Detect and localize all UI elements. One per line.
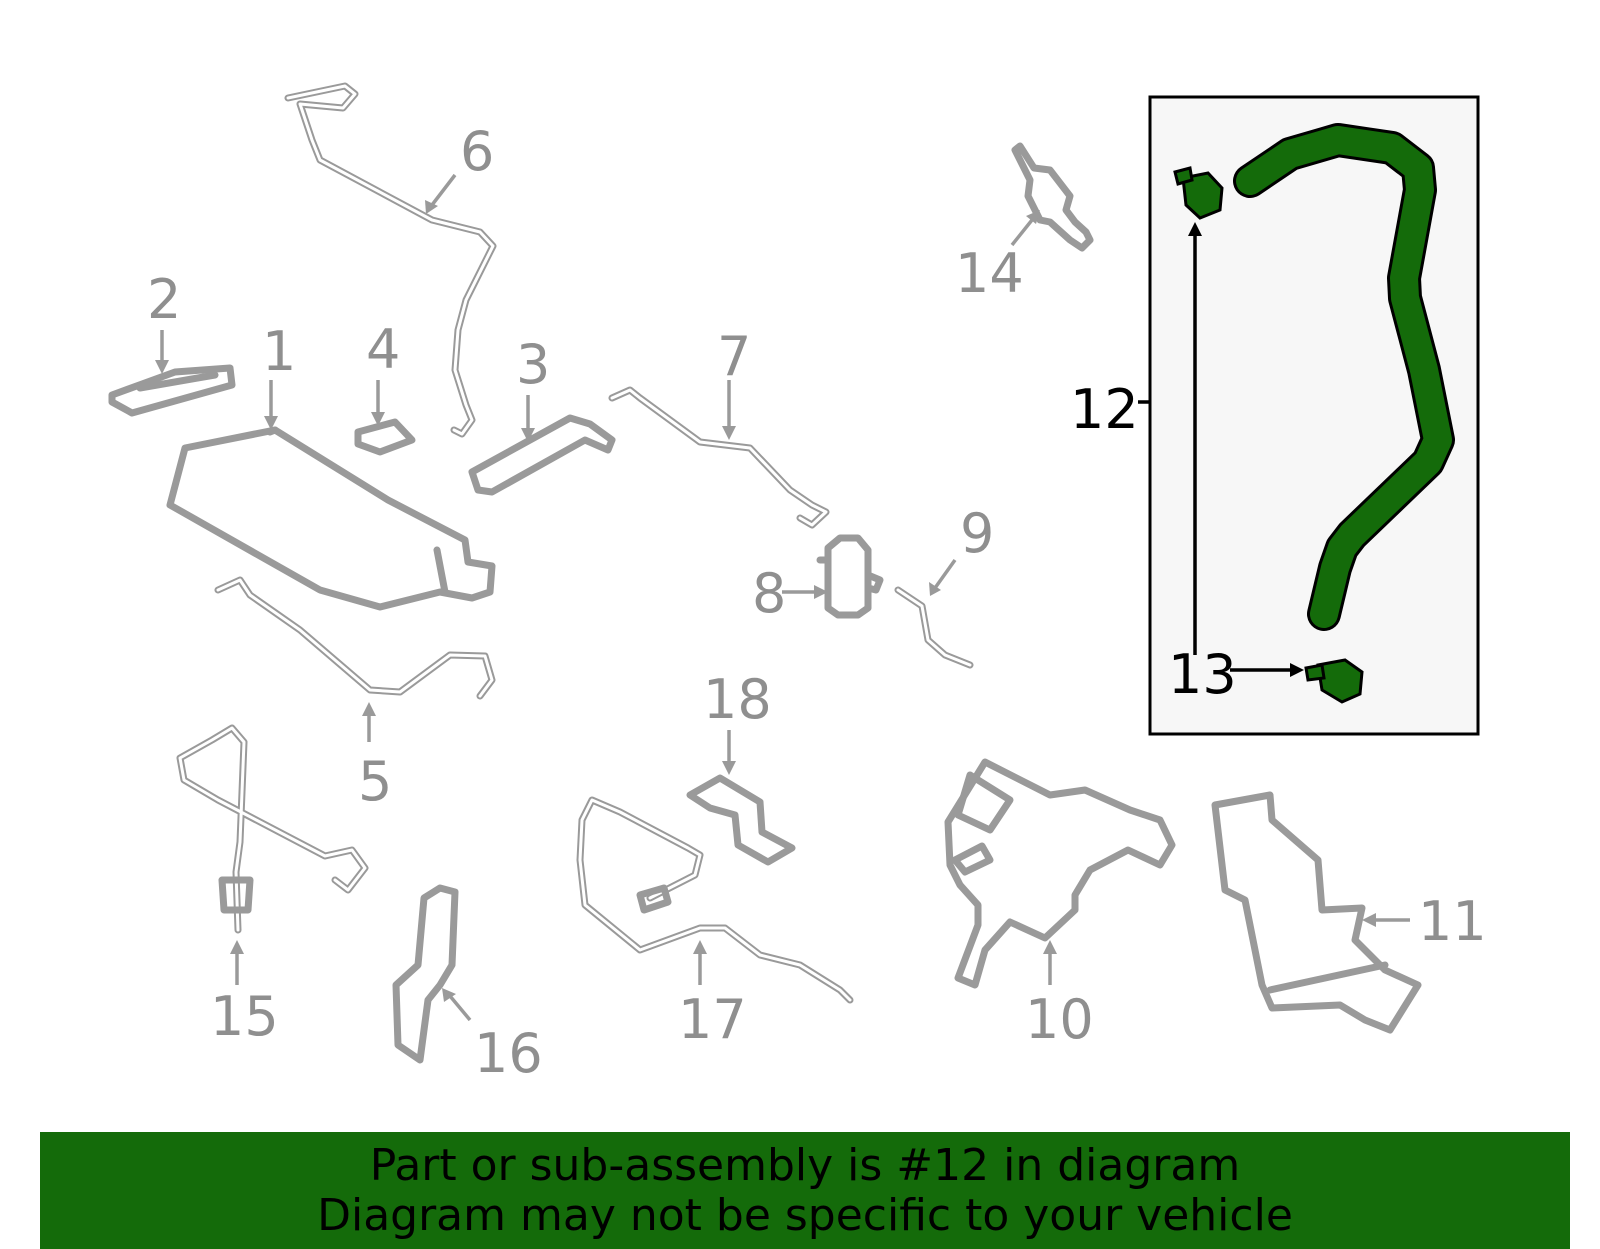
part-18-bracket[interactable] xyxy=(686,774,796,866)
pointer-9 xyxy=(929,558,957,596)
callout-2[interactable]: 2 xyxy=(147,268,181,331)
pointer-11 xyxy=(1362,913,1410,927)
part-15-sensor[interactable] xyxy=(176,724,369,934)
footer-line-1: Part or sub-assembly is #12 in diagram xyxy=(369,1139,1241,1191)
pointer-7 xyxy=(722,380,736,440)
callout-14[interactable]: 14 xyxy=(955,242,1024,305)
callout-3[interactable]: 3 xyxy=(516,333,550,396)
part-3-bracket[interactable] xyxy=(468,414,616,496)
callout-1[interactable]: 1 xyxy=(262,320,296,383)
part-13-clamp-bottom[interactable] xyxy=(1304,658,1364,704)
footer-banner: Part or sub-assembly is #12 in diagram D… xyxy=(40,1132,1570,1249)
part-8-valve[interactable] xyxy=(816,534,884,619)
part-14-sensor[interactable] xyxy=(1011,142,1094,252)
pointer-6 xyxy=(425,173,457,214)
callout-13[interactable]: 13 xyxy=(1168,643,1237,706)
pointer-3 xyxy=(521,395,535,442)
callout-10[interactable]: 10 xyxy=(1025,988,1094,1051)
part-2-bracket[interactable] xyxy=(108,364,236,417)
callout-5[interactable]: 5 xyxy=(358,750,392,813)
callout-18[interactable]: 18 xyxy=(703,668,772,731)
part-12-inset-box[interactable] xyxy=(1148,95,1480,736)
callout-12[interactable]: 12 xyxy=(1070,378,1139,441)
callout-4[interactable]: 4 xyxy=(366,318,400,381)
part-17-sensor[interactable] xyxy=(576,796,854,1004)
pointer-5 xyxy=(362,702,376,742)
callout-16[interactable]: 16 xyxy=(474,1022,543,1085)
pointer-14 xyxy=(1010,210,1040,247)
pointer-10 xyxy=(1043,940,1057,985)
part-7-line[interactable] xyxy=(608,386,830,529)
pointer-1 xyxy=(264,380,278,430)
callout-6[interactable]: 6 xyxy=(460,120,494,183)
callout-8[interactable]: 8 xyxy=(752,562,786,625)
footer-line-2: Diagram may not be specific to your vehi… xyxy=(317,1189,1293,1241)
pointer-13 xyxy=(1188,222,1304,677)
part-5-line[interactable] xyxy=(214,576,496,700)
callout-15[interactable]: 15 xyxy=(210,985,279,1048)
part-9-hose[interactable] xyxy=(894,586,974,669)
part-11-shield[interactable] xyxy=(1211,791,1422,1034)
pointer-2 xyxy=(155,330,169,374)
pointer-16 xyxy=(442,988,472,1022)
part-13-clamp-top[interactable] xyxy=(1173,166,1224,220)
part-16-bracket[interactable] xyxy=(392,884,459,1064)
part-6-line[interactable] xyxy=(284,82,497,438)
part-1-canister[interactable] xyxy=(166,426,496,611)
part-10-pump[interactable] xyxy=(944,758,1176,989)
pointer-8 xyxy=(782,585,828,599)
pointer-18 xyxy=(722,730,736,775)
callout-9[interactable]: 9 xyxy=(960,502,994,565)
pointer-15 xyxy=(230,940,244,985)
part-4-block[interactable] xyxy=(354,418,416,456)
callout-17[interactable]: 17 xyxy=(678,988,747,1051)
callout-11[interactable]: 11 xyxy=(1418,890,1487,953)
pointer-4 xyxy=(371,380,385,426)
pointer-17 xyxy=(693,940,707,985)
callout-7[interactable]: 7 xyxy=(717,325,751,388)
